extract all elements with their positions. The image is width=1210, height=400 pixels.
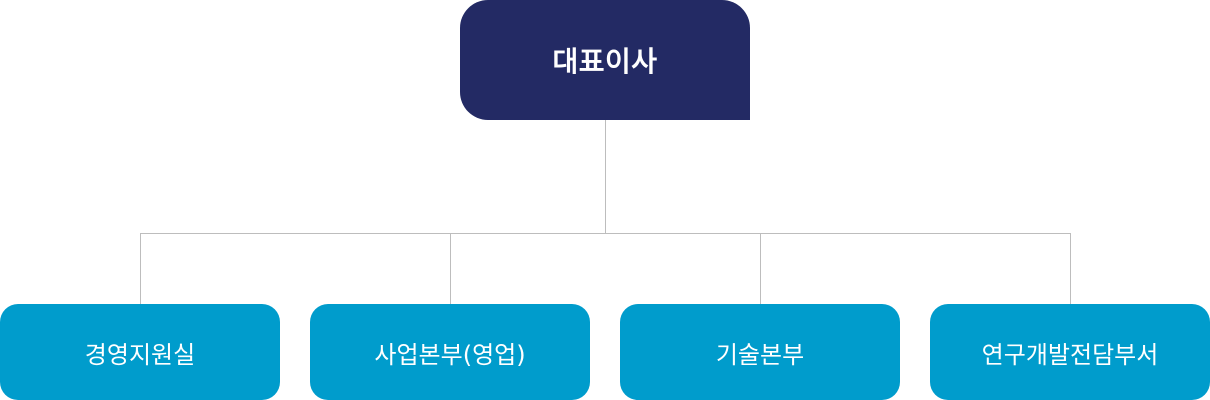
org-node-ceo-label: 대표이사 [552, 45, 658, 78]
connector-horizontal [140, 233, 1071, 234]
org-node-rnd-department-label: 연구개발전담부서 [981, 340, 1159, 369]
connector-child-3 [760, 233, 761, 304]
connector-child-2 [450, 233, 451, 304]
org-node-management-support-label: 경영지원실 [84, 340, 196, 369]
connector-child-4 [1070, 233, 1071, 304]
org-node-technology-division: 기술본부 [620, 304, 900, 400]
org-node-rnd-department: 연구개발전담부서 [930, 304, 1210, 400]
org-node-technology-division-label: 기술본부 [715, 340, 805, 369]
connector-root-down [605, 120, 606, 233]
org-node-ceo: 대표이사 [460, 0, 750, 120]
connector-child-1 [140, 233, 141, 304]
org-node-business-division-label: 사업본부(영업) [374, 340, 526, 369]
org-node-business-division: 사업본부(영업) [310, 304, 590, 400]
org-node-management-support: 경영지원실 [0, 304, 280, 400]
